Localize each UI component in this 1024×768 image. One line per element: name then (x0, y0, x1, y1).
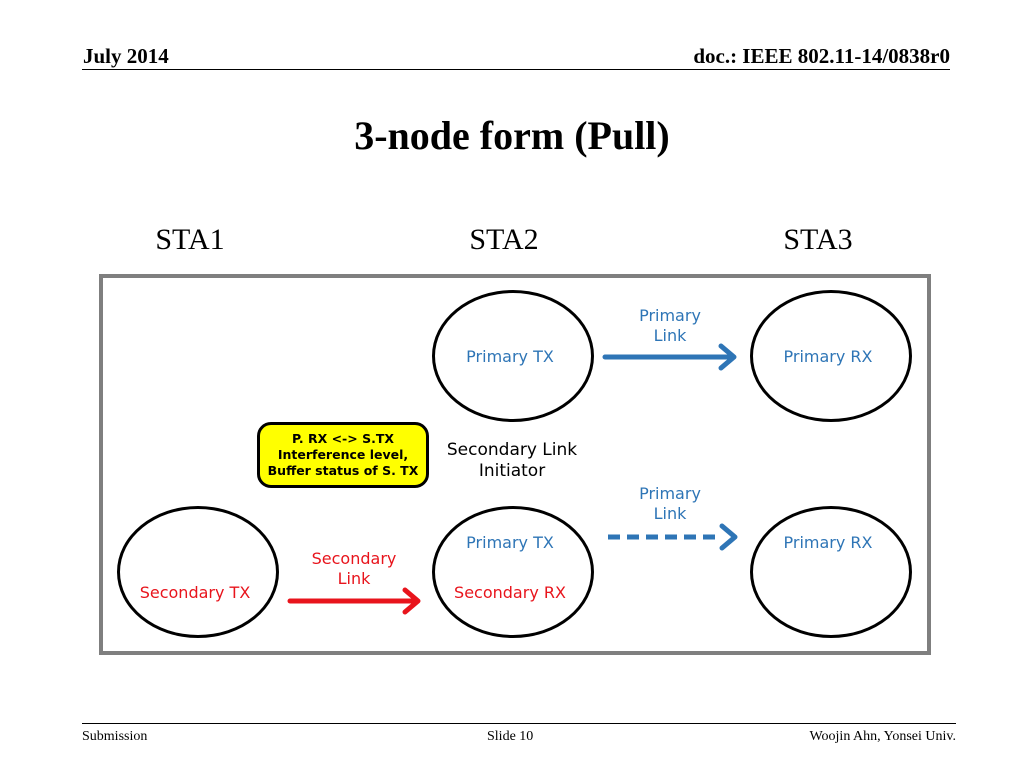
station-label-sta1: STA1 (155, 223, 225, 256)
primary-link-label-top-line1: Primary (639, 306, 701, 325)
node-sta2-bottom (432, 506, 594, 638)
station-label-sta3: STA3 (783, 223, 853, 256)
node-sta3-bottom (750, 506, 912, 638)
label-secondary-rx: Secondary RX (454, 583, 566, 602)
slide-title: 3-node form (Pull) (354, 113, 670, 158)
diagram-frame (99, 274, 931, 655)
header-doc-id: doc.: IEEE 802.11-14/0838r0 (693, 44, 950, 68)
secondary-link-label-line2: Link (337, 569, 371, 588)
node-sta2-top (432, 290, 594, 422)
callout-line2: Interference level, (277, 446, 409, 462)
primary-link-label-bottom-line2: Link (653, 504, 687, 523)
footer-submission: Submission (82, 729, 148, 744)
footer-slide-number: Slide 10 (487, 729, 534, 744)
info-callout: P. RX <-> S.TX Interference level, Buffe… (257, 422, 429, 488)
node-sta1-secondary-tx (117, 506, 279, 638)
initiator-line2: Initiator (478, 461, 546, 482)
initiator-line1: Secondary Link (446, 440, 578, 460)
label-sta3-primary-rx-top: Primary RX (783, 347, 873, 366)
label-sta2-primary-tx-top: Primary TX (466, 347, 554, 366)
primary-link-arrow-bottom (608, 523, 738, 551)
label-sta2-primary-tx-bottom: Primary TX (466, 533, 554, 552)
callout-line1: P. RX <-> S.TX (292, 430, 394, 446)
primary-link-label-top-line2: Link (653, 326, 687, 345)
label-sta3-primary-rx-bottom: Primary RX (783, 533, 873, 552)
primary-link-arrow-top (602, 343, 737, 371)
secondary-link-label-line1: Secondary (311, 549, 397, 568)
primary-link-label-bottom-line1: Primary (639, 484, 701, 503)
secondary-link-arrow (287, 587, 421, 615)
label-secondary-tx: Secondary TX (139, 583, 251, 602)
footer-author: Woojin Ahn, Yonsei Univ. (809, 729, 956, 744)
footer-rule (82, 723, 956, 724)
secondary-link-label: Secondary Link (290, 549, 418, 589)
header-date: July 2014 (83, 44, 169, 68)
primary-link-label-top: Primary Link (610, 306, 730, 346)
callout-line3: Buffer status of S. TX (267, 463, 419, 479)
secondary-link-initiator-label: Secondary Link Initiator (432, 440, 592, 483)
node-sta3-top (750, 290, 912, 422)
primary-link-label-bottom: Primary Link (610, 484, 730, 524)
station-label-sta2: STA2 (469, 223, 539, 256)
header-rule (82, 69, 950, 70)
